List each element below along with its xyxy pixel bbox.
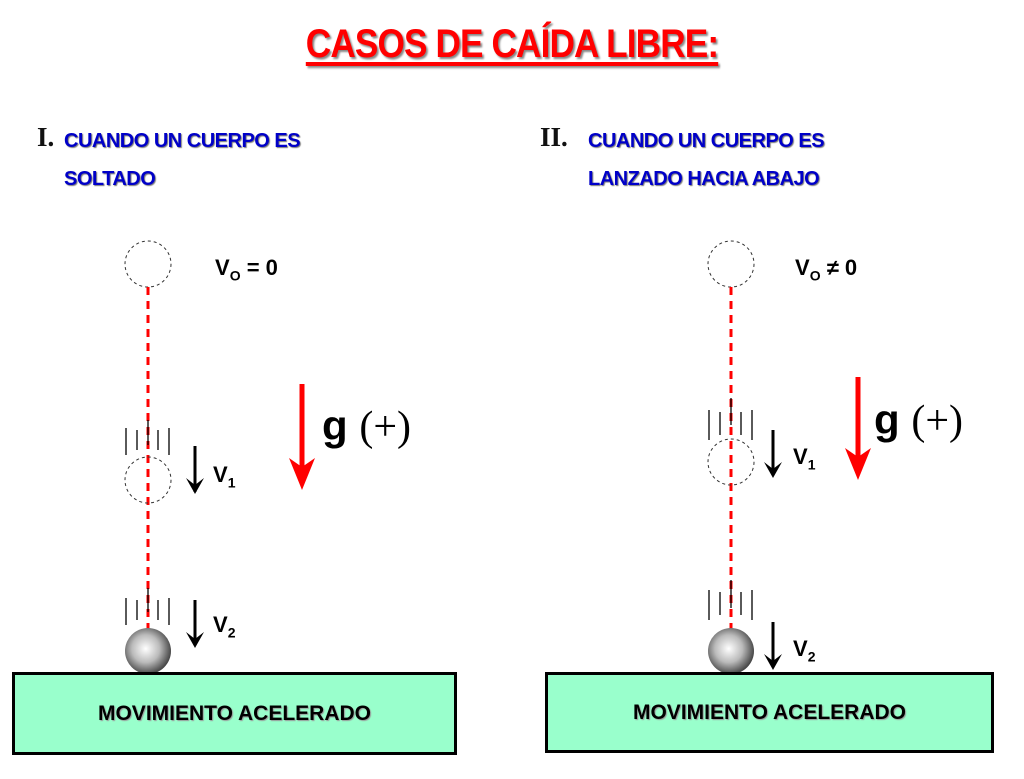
- case-1-ground: MOVIMIENTO ACELERADO: [12, 672, 457, 755]
- case-2-v0-label: VO ≠ 0: [795, 255, 858, 284]
- ball: [125, 628, 171, 674]
- case-1-heading: CUANDO UN CUERPO ES SOLTADO: [64, 122, 301, 198]
- case-1-diagram: [124, 240, 315, 674]
- case-1-line2: SOLTADO: [64, 168, 156, 190]
- slide-title: CASOS DE CAÍDA LIBRE:: [305, 22, 719, 66]
- case-1-line1: CUANDO UN CUERPO ES: [64, 130, 301, 152]
- motion-lines: [125, 420, 170, 625]
- middle-position-circle: [124, 456, 172, 504]
- motion-lines: [708, 398, 753, 620]
- case-2-heading: CUANDO UN CUERPO ES LANZADO HACIA ABAJO: [588, 122, 825, 198]
- case-2-line2: LANZADO HACIA ABAJO: [588, 168, 820, 190]
- middle-position-circle: [707, 438, 755, 486]
- initial-position-circle: [124, 240, 172, 288]
- case-1-gravity-label: g (+): [322, 402, 411, 450]
- initial-position-circle: [707, 240, 755, 288]
- case-2-numeral: II.: [540, 122, 568, 152]
- case-2-ground: MOVIMIENTO ACELERADO: [545, 672, 994, 753]
- case-1-v2-label: V2: [213, 612, 236, 641]
- case-2-diagram: [707, 240, 871, 674]
- case-2-ground-label: MOVIMIENTO ACELERADO: [632, 700, 906, 724]
- case-2-v1-label: V1: [793, 444, 816, 473]
- case-1-v0-label: VO = 0: [215, 255, 278, 284]
- case-1-v1-label: V1: [213, 462, 236, 491]
- case-1-ground-label: MOVIMIENTO ACELERADO: [97, 701, 371, 725]
- case-2-line1: CUANDO UN CUERPO ES: [588, 130, 825, 152]
- ball: [708, 628, 754, 674]
- case-2-v2-label: V2: [793, 636, 816, 665]
- case-2-gravity-label: g (+): [874, 396, 963, 444]
- case-1-numeral: I.: [37, 122, 55, 152]
